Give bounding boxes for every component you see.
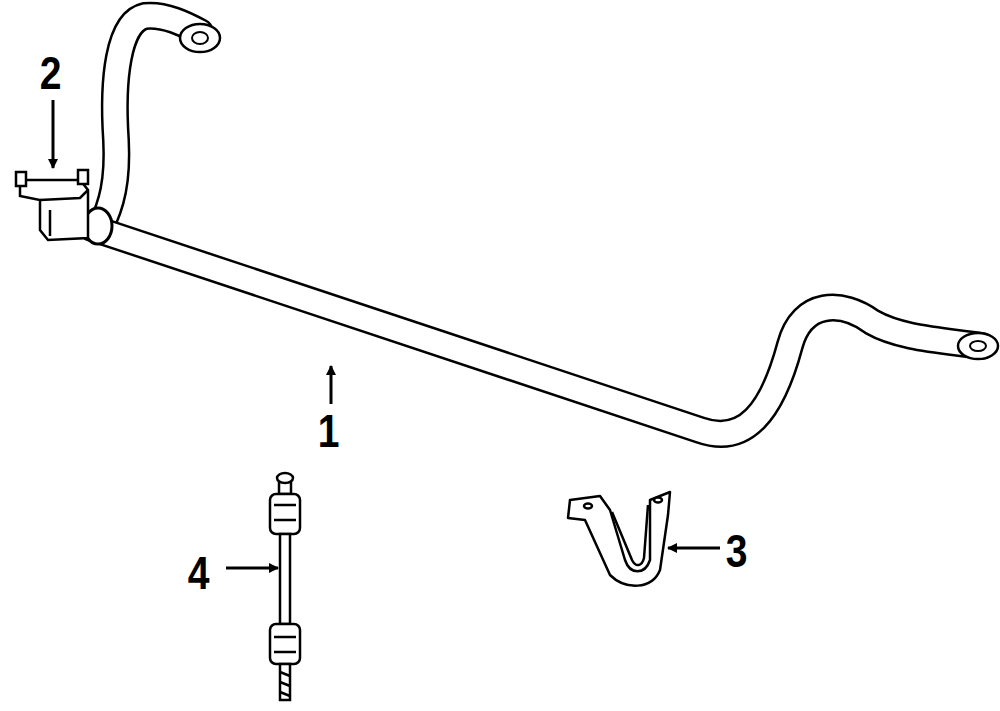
callout-number: 4: [186, 550, 211, 596]
callout-number: 3: [724, 528, 749, 574]
callout-number: 1: [316, 408, 341, 454]
callout-number: 2: [38, 50, 63, 96]
